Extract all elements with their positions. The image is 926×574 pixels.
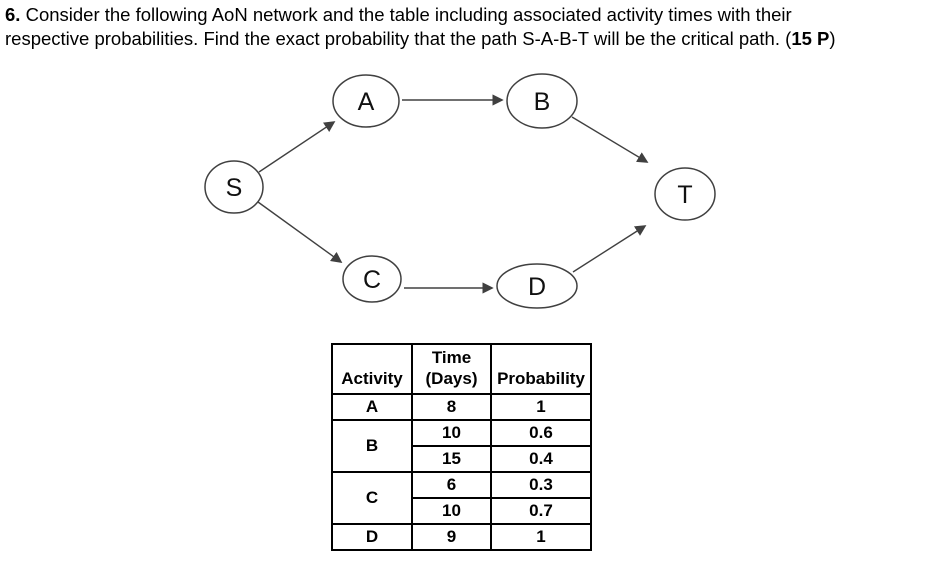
node-a: A: [332, 74, 400, 128]
aon-network-diagram: S A B C D T: [204, 73, 716, 309]
node-b: B: [506, 73, 578, 129]
question-line-2: respective probabilities. Find the exact…: [5, 27, 836, 51]
node-d-ellipse: [496, 263, 578, 309]
node-c-label: C: [363, 266, 381, 294]
cell-activity-c: C: [331, 471, 413, 525]
node-s-label: S: [226, 174, 243, 202]
question-line1-text: Consider the following AoN network and t…: [20, 4, 792, 25]
table-row-c1: C 6 0.3: [331, 471, 592, 525]
node-d-label: D: [528, 273, 546, 301]
node-t: T: [654, 167, 716, 221]
question-text: 6. Consider the following AoN network an…: [5, 3, 836, 51]
edge-b-t-arrow: [571, 116, 649, 163]
points-value: 15 P: [791, 28, 830, 49]
cell-time-c1: 6: [411, 471, 492, 499]
table-row-a: A 8 1: [331, 393, 592, 421]
table-header-row: Activity Time (Days) Probability: [331, 343, 592, 395]
header-time-line1: Time: [431, 348, 472, 367]
node-d: D: [496, 263, 578, 309]
cell-time-c2: 10: [411, 497, 492, 525]
node-c-ellipse: [342, 255, 402, 303]
cell-probability-c2: 0.7: [490, 497, 592, 525]
question-line-1: 6. Consider the following AoN network an…: [5, 3, 836, 27]
points-close-paren: ): [829, 28, 836, 49]
cell-activity-b: B: [331, 419, 413, 473]
cell-activity-a: A: [331, 393, 413, 421]
cell-time-d: 9: [411, 523, 492, 551]
table-row-b2: 15 0.4: [332, 445, 592, 473]
edge-d-t-arrow: [572, 225, 647, 273]
cell-time-a: 8: [411, 393, 492, 421]
header-time-line2: (Days): [425, 369, 478, 388]
header-time: Time (Days): [411, 343, 492, 395]
edge-s-c-arrow: [257, 201, 343, 263]
cell-time-b2: 15: [411, 445, 492, 473]
activity-table: Activity Time (Days) Probability A 8 1 B…: [331, 343, 592, 551]
question-number: 6.: [5, 4, 21, 25]
edge-s-a-arrow: [258, 121, 336, 173]
cell-probability-b1: 0.6: [490, 419, 592, 447]
table-row-c2: 10 0.7: [332, 497, 592, 525]
header-probability: Probability: [490, 343, 592, 395]
cell-time-b1: 10: [411, 419, 492, 447]
node-a-ellipse: [332, 74, 400, 128]
question-line2-text: respective probabilities. Find the exact…: [5, 28, 786, 49]
table-row-d: D 9 1: [331, 523, 592, 551]
node-s: S: [204, 160, 264, 214]
node-t-label: T: [677, 181, 692, 209]
node-b-label: B: [534, 88, 551, 116]
table-row-b1: B 10 0.6: [331, 419, 592, 473]
cell-probability-a: 1: [490, 393, 592, 421]
node-a-label: A: [358, 88, 375, 116]
cell-probability-c1: 0.3: [490, 471, 592, 499]
node-b-ellipse: [506, 73, 578, 129]
cell-activity-d: D: [331, 523, 413, 551]
points-open-paren: (: [785, 28, 792, 49]
cell-probability-b2: 0.4: [490, 445, 592, 473]
header-activity: Activity: [331, 343, 413, 395]
node-c: C: [342, 255, 402, 303]
cell-probability-d: 1: [490, 523, 592, 551]
node-t-ellipse: [654, 167, 716, 221]
node-s-ellipse: [204, 160, 264, 214]
